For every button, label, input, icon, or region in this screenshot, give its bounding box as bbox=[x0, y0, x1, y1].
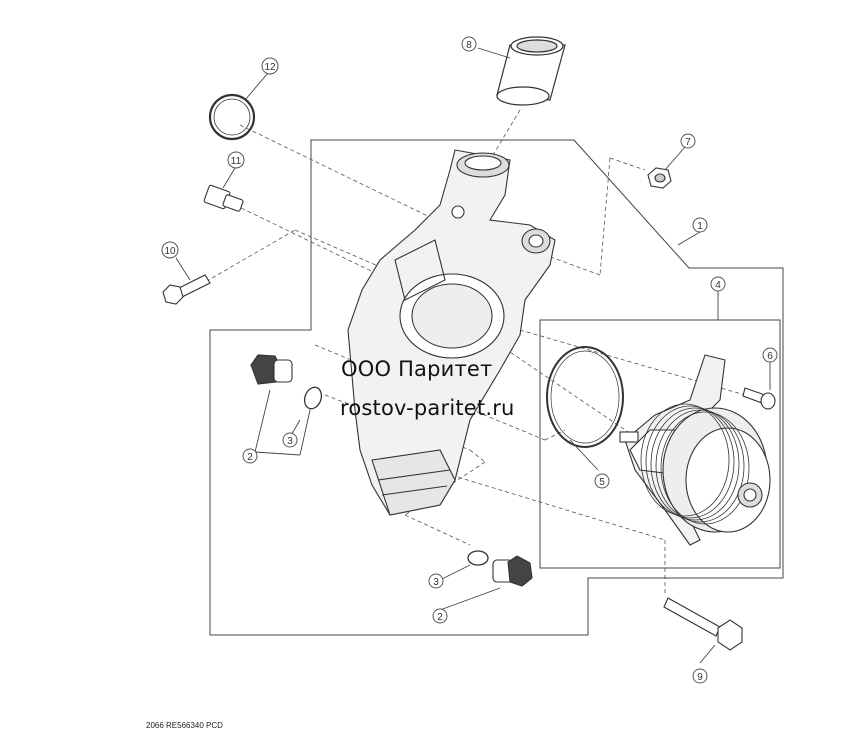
callout-2b: 2 bbox=[432, 608, 448, 624]
gasket-part-5 bbox=[546, 346, 624, 448]
callout-8-label: 8 bbox=[466, 40, 472, 51]
thermostat-housing-body bbox=[347, 149, 556, 516]
callout-4-label: 4 bbox=[715, 280, 721, 291]
callout-11: 11 bbox=[227, 151, 245, 169]
callout-11-label: 11 bbox=[231, 156, 242, 167]
watermark-company: ООО Паритет bbox=[341, 357, 493, 381]
screw-part-6 bbox=[742, 387, 776, 410]
plug-part-2-lower bbox=[492, 555, 533, 587]
bolt-part-10 bbox=[162, 274, 211, 305]
callout-12-label: 12 bbox=[264, 62, 276, 73]
o-ring-part-12 bbox=[208, 93, 256, 141]
callout-2a-label: 2 bbox=[247, 452, 253, 463]
assembly-boundary-outline bbox=[209, 139, 784, 636]
callout-6: 6 bbox=[762, 347, 778, 363]
water-pump-subassembly-box bbox=[539, 319, 781, 569]
callout-12: 12 bbox=[261, 57, 279, 75]
washer-part-3-lower bbox=[467, 550, 489, 566]
bolt-part-11 bbox=[203, 184, 244, 212]
drawing-code: 2066 RE566340 PCD bbox=[146, 721, 223, 730]
callout-2b-label: 2 bbox=[437, 612, 443, 623]
callout-10-label: 10 bbox=[164, 246, 176, 257]
watermark-site: rostov-paritet.ru bbox=[340, 396, 515, 420]
callout-6-label: 6 bbox=[767, 351, 773, 362]
callout-3a-label: 3 bbox=[287, 436, 293, 447]
callout-9: 9 bbox=[692, 668, 708, 684]
callout-leaders bbox=[175, 47, 771, 664]
pipe-part-8 bbox=[496, 36, 566, 106]
callout-7: 7 bbox=[680, 133, 696, 149]
callout-9-label: 9 bbox=[697, 672, 703, 683]
callout-5-label: 5 bbox=[599, 477, 605, 488]
washer-part-3-upper bbox=[303, 386, 323, 410]
callout-3a: 3 bbox=[282, 432, 298, 448]
callout-10: 10 bbox=[161, 241, 179, 259]
plug-part-2-upper bbox=[250, 354, 293, 385]
callout-3b: 3 bbox=[428, 573, 444, 589]
water-pump-part-4 bbox=[619, 354, 771, 546]
nut-part-7 bbox=[647, 167, 672, 189]
callout-markers: 1 2 2 3 3 4 5 6 7 8 9 10 11 12 bbox=[161, 36, 778, 684]
callout-1-label: 1 bbox=[697, 221, 703, 232]
callout-2a: 2 bbox=[242, 448, 258, 464]
callout-8: 8 bbox=[461, 36, 477, 52]
callout-7-label: 7 bbox=[685, 137, 691, 148]
callout-5: 5 bbox=[594, 473, 610, 489]
callout-1: 1 bbox=[692, 217, 708, 233]
callout-4: 4 bbox=[710, 276, 726, 292]
callout-3b-label: 3 bbox=[433, 577, 439, 588]
bolt-part-9 bbox=[663, 597, 743, 651]
